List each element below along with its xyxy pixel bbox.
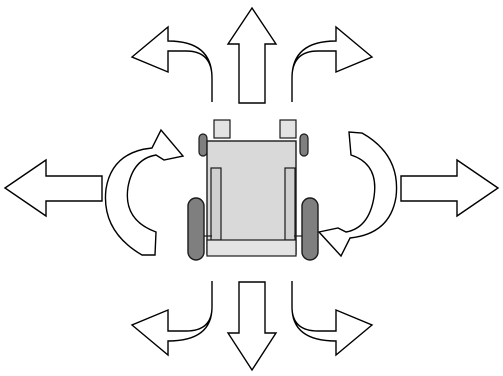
rotate-counterclockwise-icon [104,128,185,256]
right-drive-wheel [301,197,319,261]
arrow-backward-left-turn-icon [130,281,213,357]
left-side-rail [210,167,222,241]
front-right-caster-wheel [299,133,309,157]
arrow-forward-left-turn-icon [130,25,213,102]
left-drive-wheel [187,197,205,261]
robot-top-view [187,119,319,261]
arrow-forward-right-turn-icon [291,25,374,102]
arrow-forward-icon [226,6,278,104]
arrow-right-icon [400,158,500,218]
front-left-caster-wheel [198,133,208,157]
rotate-clockwise-icon [317,131,398,258]
front-left-sensor [213,119,231,139]
right-side-rail [284,167,296,241]
front-right-sensor [279,119,297,139]
rear-bumper [206,239,297,257]
robot-chassis [206,140,297,255]
arrow-backward-icon [226,281,278,372]
arrow-backward-right-turn-icon [291,281,374,357]
arrow-left-icon [3,158,103,218]
